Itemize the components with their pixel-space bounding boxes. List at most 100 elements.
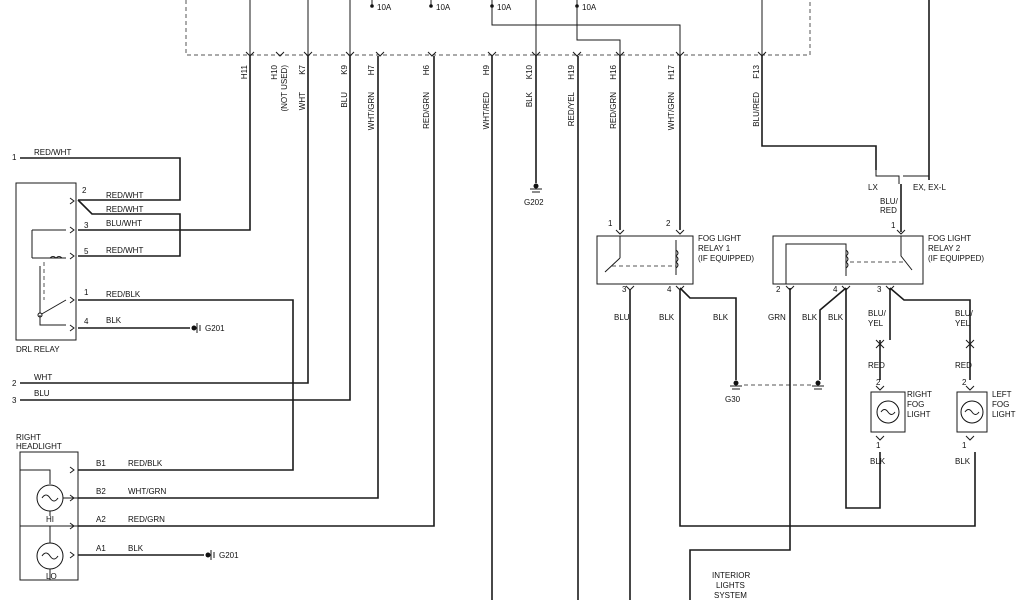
svg-text:4: 4	[833, 285, 838, 294]
wire-k10: BLK	[525, 91, 534, 107]
wire-not-used: (NOT USED)	[280, 65, 289, 112]
svg-text:FOG: FOG	[907, 400, 924, 409]
pin-h11: H11	[240, 64, 249, 79]
svg-text:BLU/WHT: BLU/WHT	[106, 219, 142, 228]
wire-h9: WHT/RED	[482, 92, 491, 130]
wire-k9: BLU	[340, 92, 349, 108]
wire-k7: WHT	[298, 92, 307, 110]
svg-text:10A: 10A	[436, 3, 451, 12]
svg-text:(IF EQUIPPED): (IF EQUIPPED)	[928, 254, 984, 263]
svg-text:BLK: BLK	[713, 313, 729, 322]
svg-text:10A: 10A	[377, 3, 392, 12]
svg-text:HEADLIGHT: HEADLIGHT	[16, 442, 62, 451]
svg-text:RELAY 2: RELAY 2	[928, 244, 961, 253]
svg-text:RED: RED	[880, 206, 897, 215]
svg-text:HI: HI	[46, 515, 54, 524]
fuse-10a-3: 10A	[490, 0, 512, 12]
interior-lights-system-label: INTERIOR LIGHTS SYSTEM	[712, 571, 750, 600]
svg-text:LIGHTS: LIGHTS	[716, 581, 745, 590]
svg-text:G30: G30	[725, 395, 741, 404]
svg-text:INTERIOR: INTERIOR	[712, 571, 750, 580]
svg-text:10A: 10A	[497, 3, 512, 12]
svg-text:RED/WHT: RED/WHT	[106, 205, 143, 214]
svg-text:FOG: FOG	[992, 400, 1009, 409]
pin-h16: H16	[609, 64, 618, 79]
svg-text:(IF EQUIPPED): (IF EQUIPPED)	[698, 254, 754, 263]
svg-text:2: 2	[876, 378, 881, 387]
svg-text:LIGHT: LIGHT	[907, 410, 931, 419]
svg-text:G201: G201	[205, 324, 225, 333]
pin-h7: H7	[367, 64, 376, 75]
right-fog-light: BLU/ YEL RED 2 RIGHT FOG LIGHT 1 BLK	[868, 309, 932, 466]
pin-h17: H17	[667, 64, 676, 79]
pin-k7: K7	[298, 64, 307, 74]
svg-text:2: 2	[962, 378, 967, 387]
wire-h6: RED/GRN	[422, 92, 431, 129]
svg-text:3: 3	[622, 285, 627, 294]
pin-h19: H19	[567, 64, 576, 79]
svg-text:1: 1	[876, 441, 881, 450]
svg-text:RELAY 1: RELAY 1	[698, 244, 731, 253]
svg-text:RIGHT: RIGHT	[16, 433, 41, 442]
svg-text:DRL RELAY: DRL RELAY	[16, 345, 60, 354]
wire-h19: RED/YEL	[567, 91, 576, 126]
svg-text:BLU: BLU	[614, 313, 630, 322]
svg-text:G202: G202	[524, 198, 544, 207]
wire-h17: WHT/GRN	[667, 92, 676, 130]
fog-light-relay-1: FOG LIGHT RELAY 1 (IF EQUIPPED) 1 2 3 4 …	[596, 219, 976, 600]
svg-text:A1: A1	[96, 544, 106, 553]
ground-g202: G202	[524, 183, 544, 207]
option-split: LX EX, EX-L BLU/ RED 1	[868, 170, 946, 232]
pin-h10: H10	[270, 64, 279, 79]
svg-text:5: 5	[84, 247, 89, 256]
svg-text:BLU/: BLU/	[868, 309, 887, 318]
svg-text:EX, EX-L: EX, EX-L	[913, 183, 946, 192]
pin-k9: K9	[340, 64, 349, 74]
svg-text:RIGHT: RIGHT	[907, 390, 932, 399]
svg-text:2: 2	[666, 219, 671, 228]
svg-text:BLK: BLK	[106, 316, 122, 325]
fuse-10a-1: 10A	[370, 0, 392, 12]
svg-text:BLU/: BLU/	[955, 309, 974, 318]
svg-text:WHT/GRN: WHT/GRN	[128, 487, 166, 496]
fuse-10a-4: 10A	[575, 0, 597, 12]
svg-text:4: 4	[667, 285, 672, 294]
svg-text:LO: LO	[46, 572, 57, 581]
svg-text:RED/BLK: RED/BLK	[128, 459, 163, 468]
wire-h16: RED/GRN	[609, 92, 618, 129]
svg-text:LX: LX	[868, 183, 878, 192]
svg-text:RED/BLK: RED/BLK	[106, 290, 141, 299]
svg-text:SYSTEM: SYSTEM	[714, 591, 747, 600]
drl-relay: DRL RELAY 2 RED/WHT RED/WHT 3 BLU/WHT 5 …	[15, 182, 294, 471]
svg-text:BLK: BLK	[802, 313, 818, 322]
svg-text:BLK: BLK	[659, 313, 675, 322]
left-entry-2-num: 2	[12, 379, 17, 388]
svg-text:2: 2	[82, 186, 87, 195]
svg-text:LIGHT: LIGHT	[992, 410, 1016, 419]
right-headlight: RIGHT HEADLIGHT HI LO B1 RED/BLK B2 WHT/…	[16, 433, 239, 581]
svg-text:2: 2	[776, 285, 781, 294]
svg-text:BLK: BLK	[870, 457, 886, 466]
svg-text:3: 3	[877, 285, 882, 294]
svg-text:1: 1	[891, 221, 896, 230]
left-fog-light: BLU/ YEL RED 2 LEFT FOG LIGHT 1 BLK	[955, 309, 1016, 466]
svg-text:YEL: YEL	[955, 319, 971, 328]
svg-text:LEFT: LEFT	[992, 390, 1012, 399]
svg-text:BLU/: BLU/	[880, 197, 899, 206]
svg-text:RED: RED	[868, 361, 885, 370]
pin-k10: K10	[525, 64, 534, 79]
ground-g30: G30	[725, 380, 824, 404]
svg-text:3: 3	[84, 221, 89, 230]
fuse-box-outline	[185, 0, 811, 56]
svg-text:B1: B1	[96, 459, 106, 468]
fog-light-relay-2: FOG LIGHT RELAY 2 (IF EQUIPPED) 2 4 3 GR…	[689, 229, 984, 600]
svg-text:A2: A2	[96, 515, 106, 524]
fuse-10a-2: 10A	[429, 0, 451, 12]
svg-text:1: 1	[962, 441, 967, 450]
wire-h7: WHT/GRN	[367, 92, 376, 130]
wire-f13: BLU/RED	[752, 92, 761, 127]
svg-text:YEL: YEL	[868, 319, 884, 328]
svg-text:BLK: BLK	[128, 544, 144, 553]
svg-text:FOG LIGHT: FOG LIGHT	[928, 234, 971, 243]
